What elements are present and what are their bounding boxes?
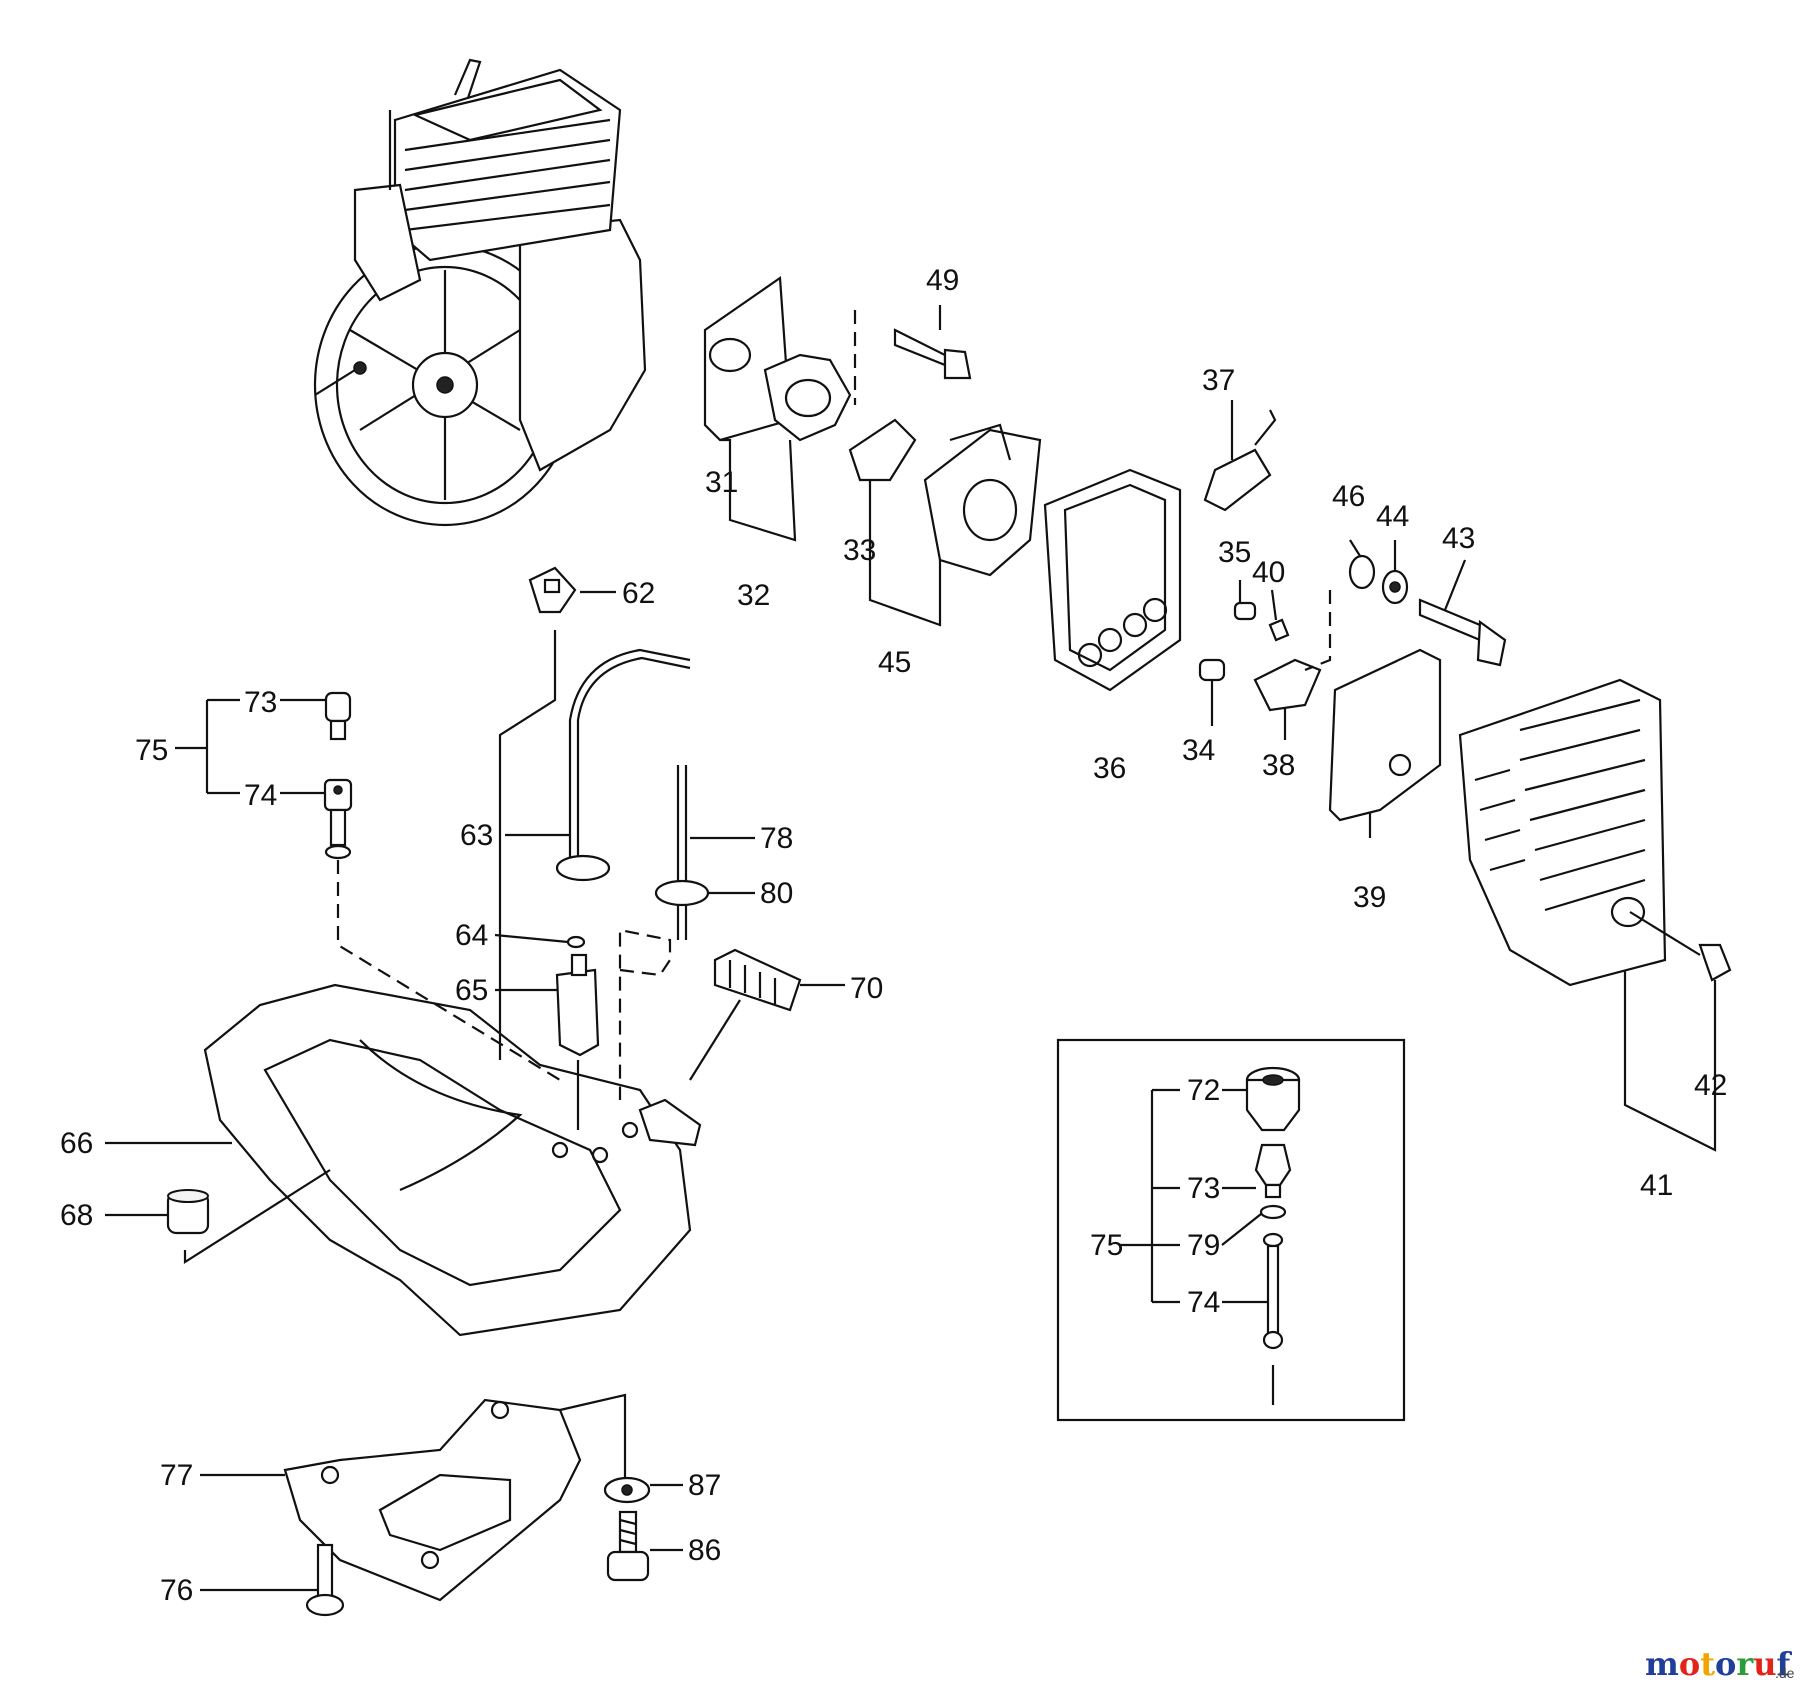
label-76: 76 [160, 1574, 193, 1607]
label-64: 64 [455, 919, 488, 952]
logo-tld: .de [1775, 1665, 1795, 1681]
label-65: 65 [455, 974, 488, 1007]
screw-86-part [606, 1510, 650, 1582]
washer-46-part [1348, 554, 1376, 590]
inset-part-74 [1262, 1232, 1284, 1405]
inset-label-75: 75 [1090, 1229, 1123, 1262]
logo-letter-u: u [1753, 1645, 1776, 1683]
inset-label-73: 73 [1187, 1172, 1220, 1205]
carburetor-part [923, 423, 1042, 577]
label-73-top: 73 [244, 686, 277, 719]
label-40: 40 [1252, 556, 1285, 589]
label-75-top: 75 [135, 734, 168, 767]
label-32: 32 [737, 579, 770, 612]
label-46: 46 [1332, 480, 1365, 513]
inset-label-74: 74 [1187, 1286, 1220, 1319]
logo-letter-o: o [1679, 1645, 1700, 1683]
logo-letter-r: r [1736, 1645, 1754, 1683]
bushing-34-part [1198, 658, 1226, 682]
vent-body-74-part [323, 778, 353, 860]
logo-letter-o2: o [1715, 1645, 1736, 1683]
label-34: 34 [1182, 734, 1215, 767]
fuel-tank-part [203, 983, 702, 1337]
gasket-33-part [848, 418, 917, 482]
label-68: 68 [60, 1199, 93, 1232]
rubber-mount-68-part [166, 1189, 210, 1235]
label-77: 77 [160, 1459, 193, 1492]
label-38: 38 [1262, 749, 1295, 782]
motoruf-logo: motoruf .de [1645, 1645, 1795, 1683]
label-78: 78 [760, 822, 793, 855]
logo-letter-f: f [1776, 1645, 1792, 1683]
plate-38-part [1253, 658, 1322, 712]
label-70: 70 [850, 972, 883, 1005]
grommet-80-part [654, 879, 710, 907]
gasket-and-insulator [703, 275, 857, 442]
label-36: 36 [1093, 752, 1126, 785]
air-cleaner-base-part [1043, 468, 1182, 692]
label-45: 45 [878, 646, 911, 679]
label-63: 63 [460, 819, 493, 852]
bolt-43-part [1418, 598, 1507, 667]
label-86: 86 [688, 1534, 721, 1567]
label-62: 62 [622, 577, 655, 610]
engine-illustration [313, 58, 647, 527]
inset-part-72 [1245, 1066, 1301, 1132]
washer-40-part [1268, 618, 1290, 642]
label-42: 42 [1694, 1069, 1727, 1102]
filter-70-part [713, 948, 802, 1012]
label-49: 49 [926, 264, 959, 297]
label-66: 66 [60, 1127, 93, 1160]
screw-49-part [893, 328, 972, 380]
inset-label-72: 72 [1187, 1074, 1220, 1107]
label-37: 37 [1202, 364, 1235, 397]
vent-plug-73-part [324, 691, 352, 741]
label-33: 33 [843, 534, 876, 567]
screw-76-part [305, 1543, 345, 1617]
label-43: 43 [1442, 522, 1475, 555]
logo-letter-t: t [1700, 1645, 1715, 1683]
screw-42-part [1698, 943, 1732, 982]
inset-box: 72 73 75 79 74 [1056, 1038, 1406, 1422]
clip-64-part [566, 935, 586, 949]
label-35: 35 [1218, 536, 1251, 569]
label-41: 41 [1640, 1169, 1673, 1202]
label-31: 31 [705, 466, 738, 499]
choke-lever-part [1203, 448, 1272, 512]
bushing-35-part [1233, 601, 1257, 621]
label-74-top: 74 [244, 779, 277, 812]
air-cleaner-cover-part [1458, 678, 1667, 987]
label-80: 80 [760, 877, 793, 910]
fuel-filter-65-part [555, 953, 600, 1057]
inset-part-73 [1254, 1143, 1292, 1199]
part-number-labels: 49 31 32 33 45 37 35 40 46 44 43 36 34 3… [60, 264, 1727, 1607]
fuel-hose-63-part [568, 648, 691, 870]
inset-label-79: 79 [1187, 1229, 1220, 1262]
logo-letter-m: m [1645, 1645, 1679, 1683]
svg-text:motoruf: motoruf [1645, 1645, 1792, 1683]
label-44: 44 [1376, 500, 1409, 533]
label-39: 39 [1353, 881, 1386, 914]
air-filter-element-part [1328, 648, 1442, 822]
inset-part-79 [1259, 1204, 1287, 1220]
label-87: 87 [688, 1469, 721, 1502]
fuel-cap-62-part [528, 566, 577, 614]
leader-lines [105, 305, 1717, 1592]
